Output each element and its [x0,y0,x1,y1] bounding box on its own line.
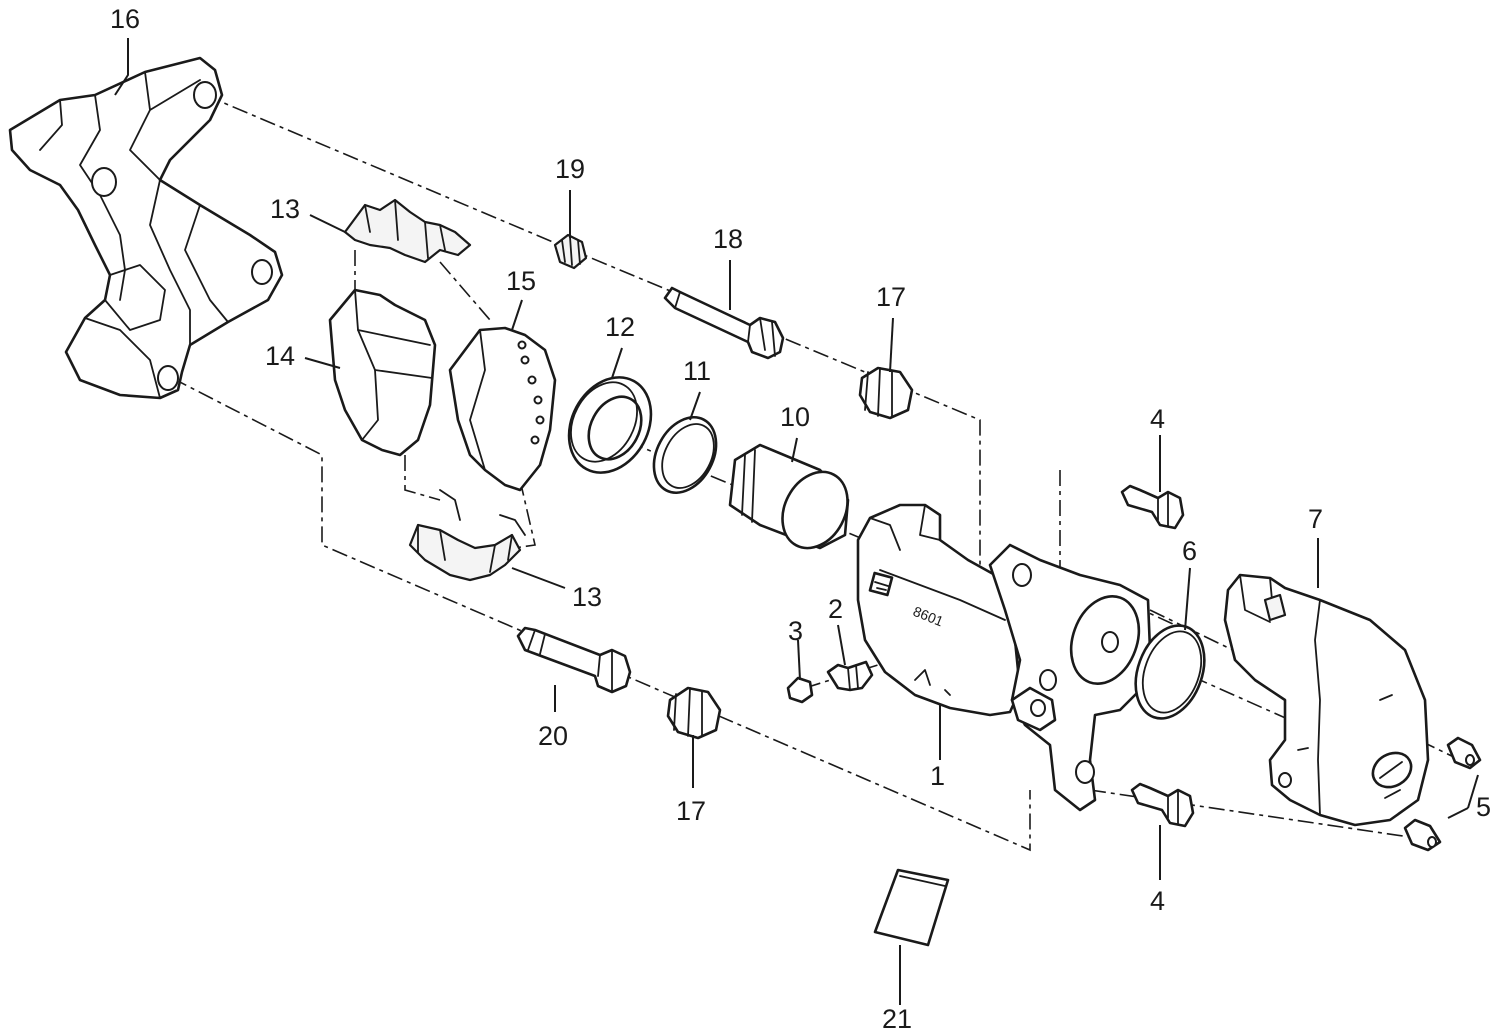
part-21-grease-packet [873,868,950,947]
callout-labels: 16 13 14 15 19 18 12 11 10 17 4 6 7 13 2… [110,4,1491,1033]
callout-12: 12 [605,312,635,342]
pad-clip-axis-2 [439,261,491,321]
callout-21: 21 [882,1004,912,1033]
callout-16: 16 [110,4,140,34]
part-13-upper-pad-clip [343,198,472,264]
callout-15: 15 [506,266,536,296]
part-2-bleeder-valve [826,660,874,692]
callout-1: 1 [930,761,945,791]
callout-4-lower: 4 [1150,886,1165,916]
part-10-piston [728,443,850,550]
part-3-bleeder-cap [786,676,814,704]
part-17-lower-bushing [666,686,722,740]
part-20-lower-guide-bolt [516,626,632,694]
part-14-inner-brake-pad [328,288,437,457]
callout-13-lower: 13 [572,582,602,612]
part-13-lower-pad-clip [408,489,526,582]
part-15-outer-brake-pad [448,326,557,492]
pad-clip-axis-3 [404,455,441,501]
lower-guide-axis [171,377,1031,852]
part-7-parking-brake-motor [1223,573,1430,827]
part-4-lower-mounting-bolt [1130,782,1195,828]
part-11-piston-ring [652,416,718,494]
part-4-upper-mounting-bolt [1120,484,1185,530]
callout-11: 11 [683,356,711,386]
callout-17-lower: 17 [676,796,706,826]
part-5-motor-screw-upper [1446,736,1482,770]
callout-13-upper: 13 [270,194,300,224]
callout-7: 7 [1308,504,1323,534]
callout-20: 20 [538,721,568,751]
part-17-upper-bushing [858,366,914,420]
caliper-motor-flange [988,543,1152,812]
callout-2: 2 [828,594,843,624]
callout-3: 3 [788,616,803,646]
callout-5: 5 [1476,792,1491,822]
part-6-motor-o-ring [1134,624,1206,720]
callout-18: 18 [713,224,743,254]
callout-4-upper: 4 [1150,404,1165,434]
callout-19: 19 [555,154,585,184]
part-12-dust-boot [567,376,653,474]
callout-6: 6 [1182,536,1197,566]
part-16-caliper-bracket [8,56,284,400]
part-18-upper-guide-bolt [663,286,785,360]
callout-14: 14 [265,341,295,371]
callout-17-upper: 17 [876,282,906,312]
leader-lines [114,38,1479,1005]
screw-axis-lower [1089,789,1431,841]
part-19-sleeve [553,233,588,270]
part-5-motor-screw-lower [1403,818,1442,852]
part-1-caliper-housing: 8601 [856,503,1025,717]
callout-10: 10 [780,402,810,432]
